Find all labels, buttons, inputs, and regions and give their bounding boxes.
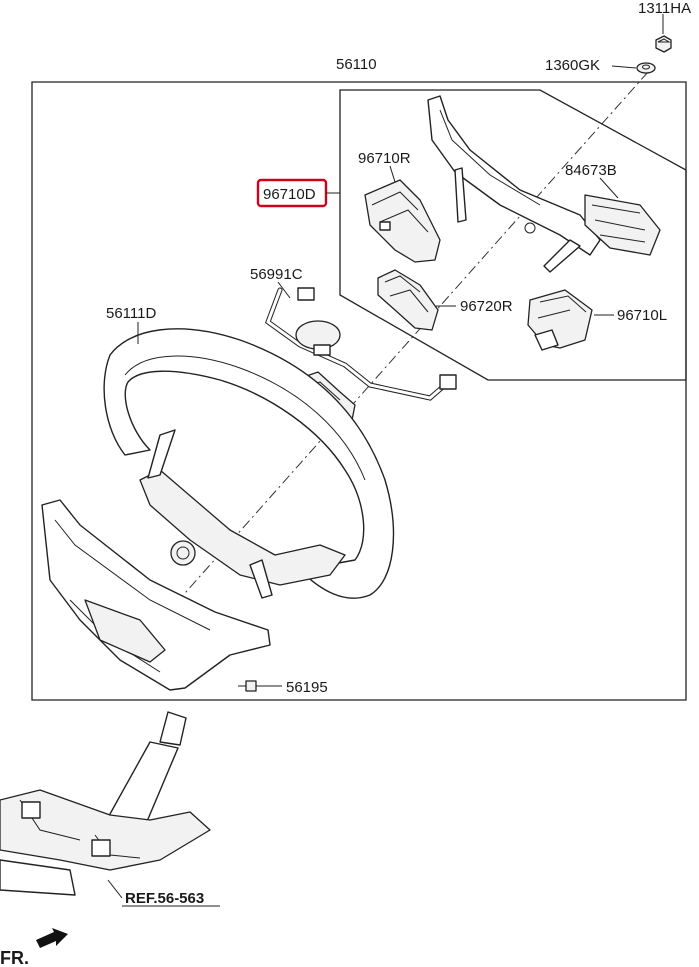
- label-56111D: 56111D: [106, 305, 156, 322]
- label-96720R: 96720R: [460, 298, 513, 315]
- label-56195: 56195: [286, 679, 328, 696]
- label-56110: 56110: [336, 56, 377, 73]
- front-arrow-icon: [36, 928, 68, 948]
- leader-1360GK: [611, 65, 637, 69]
- harness-56991C[interactable]: [264, 287, 457, 401]
- leader-84673B: [599, 177, 619, 199]
- leader-ref: [107, 879, 123, 899]
- label-fr: FR.: [0, 948, 29, 967]
- nut-1311HA[interactable]: [655, 35, 672, 53]
- label-96710L: 96710L: [617, 307, 667, 324]
- label-96710R: 96710R: [358, 150, 411, 167]
- label-1360GK: 1360GK: [545, 57, 600, 74]
- switch-group-frame: [339, 89, 687, 381]
- steering-wheel-56111D[interactable]: [103, 328, 395, 599]
- leader-96710R: [389, 165, 396, 183]
- bracket-84673B[interactable]: [427, 95, 661, 273]
- switch-96710L[interactable]: [527, 289, 593, 351]
- steering-column: [0, 711, 211, 896]
- label-84673B: 84673B: [565, 162, 617, 179]
- switch-96720R[interactable]: [377, 269, 439, 331]
- screw-56195[interactable]: [238, 680, 257, 692]
- lower-cover: [41, 499, 271, 691]
- label-ref[interactable]: REF.56-563: [125, 890, 204, 907]
- leader-56991C: [277, 281, 291, 299]
- label-1311HA: 1311HA: [638, 0, 691, 17]
- label-96710D[interactable]: 96710D: [263, 186, 316, 203]
- label-56991C: 56991C: [250, 266, 303, 283]
- washer-1360GK[interactable]: [636, 62, 656, 74]
- switch-96710R[interactable]: [364, 179, 441, 263]
- assembly-frame-56110: [31, 81, 687, 701]
